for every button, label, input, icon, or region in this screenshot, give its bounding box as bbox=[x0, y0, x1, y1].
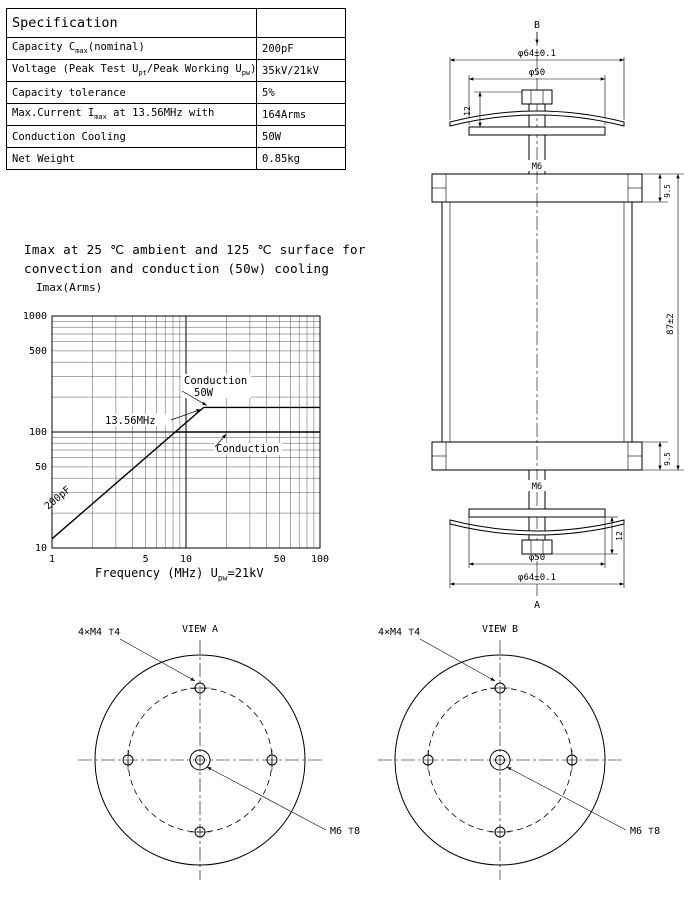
center-hole-outer bbox=[189, 749, 211, 771]
spec-label: Conduction Cooling bbox=[6, 125, 257, 148]
view-b-holes-callout: 4×M4 ⊤4 bbox=[378, 627, 420, 638]
y-tick-label: 1000 bbox=[23, 311, 47, 322]
spec-label: Max.Current Imax at 13.56MHz with bbox=[6, 103, 257, 126]
view-a: VIEW A 4×M4 ⊤4 M6 ⊤8 bbox=[78, 624, 360, 880]
series-line bbox=[51, 406, 205, 540]
end-views: VIEW A 4×M4 ⊤4 M6 ⊤8 VIEW B 4×M4 ⊤4 bbox=[78, 624, 660, 880]
annotation-conduction: Conduction bbox=[216, 443, 279, 455]
view-b: VIEW B 4×M4 ⊤4 M6 ⊤8 bbox=[378, 624, 660, 880]
spec-value: 35kV/21kV bbox=[256, 59, 346, 82]
label-backing bbox=[524, 480, 550, 491]
section-label-b: B bbox=[534, 20, 540, 31]
dim-inner-top: φ50 bbox=[529, 68, 545, 78]
bottom-nut bbox=[521, 539, 553, 555]
dim-outer-top: φ64±0.1 bbox=[518, 49, 556, 59]
leader-line bbox=[206, 766, 327, 831]
chart-x-axis-label: Frequency (MHz) Upw=21kV bbox=[95, 566, 264, 583]
spec-row: Voltage (Peak Test Upt/Peak Working Upw)… bbox=[6, 59, 346, 82]
label-backing bbox=[181, 374, 251, 398]
bottom-washer-plate bbox=[468, 508, 606, 518]
annotation-leader bbox=[214, 433, 227, 448]
annotation-conduction-50w-line1: Conduction bbox=[184, 375, 247, 387]
spec-label: Capacity tolerance bbox=[6, 81, 257, 104]
view-b-center-callout: M6 ⊤8 bbox=[630, 826, 660, 837]
x-tick-label: 10 bbox=[180, 554, 192, 565]
dim-stud-bottom: 12 bbox=[615, 531, 624, 541]
spec-label: Voltage (Peak Test Upt/Peak Working Upw) bbox=[6, 59, 257, 82]
chart-caption-line1: Imax at 25 ℃ ambient and 125 ℃ surface f… bbox=[24, 242, 366, 257]
view-b-title: VIEW B bbox=[482, 624, 518, 635]
spec-value: 0.85kg bbox=[256, 147, 346, 170]
top-spring-washer bbox=[449, 110, 625, 127]
annotation-frequency-marker: 13.56MHz bbox=[105, 415, 156, 427]
y-tick-label: 100 bbox=[29, 427, 47, 438]
chart-y-axis-title: Imax(Arms) bbox=[36, 281, 103, 294]
dim-outer-bottom: φ64±0.1 bbox=[518, 573, 556, 583]
spec-label: Capacity Cmax(nominal) bbox=[6, 37, 257, 60]
chart-caption-line2: convection and conduction (50w) cooling bbox=[24, 260, 330, 276]
x-tick-label: 1 bbox=[49, 554, 55, 565]
spec-header-empty bbox=[256, 8, 346, 38]
thread-bottom: M6 bbox=[532, 482, 542, 492]
view-a-center-callout: M6 ⊤8 bbox=[330, 826, 360, 837]
capacitor-side-view: B φ64±0.1 φ50 12 M6 bbox=[431, 20, 684, 611]
annotation-leader bbox=[170, 409, 201, 421]
spec-value: 200pF bbox=[256, 37, 346, 60]
dim-inner-bottom: φ50 bbox=[529, 553, 545, 563]
dim-flange-top: 9.5 bbox=[663, 184, 672, 198]
label-backing bbox=[103, 414, 171, 426]
y-tick-label: 10 bbox=[35, 543, 47, 554]
spec-title: Specification bbox=[6, 8, 257, 38]
spec-value: 50W bbox=[256, 125, 346, 148]
x-tick-label: 100 bbox=[311, 554, 329, 565]
leader-line bbox=[506, 766, 627, 831]
dim-flange-bottom: 9.5 bbox=[663, 452, 672, 466]
spec-row: Capacity Cmax(nominal)200pF bbox=[6, 37, 346, 60]
specification-table: Specification Capacity Cmax(nominal)200p… bbox=[6, 8, 346, 170]
center-hole-outer bbox=[489, 749, 511, 771]
spec-header-row: Specification bbox=[6, 8, 346, 38]
leader-line bbox=[419, 638, 496, 682]
top-washer-plate bbox=[468, 126, 606, 136]
center-hole-inner bbox=[495, 755, 505, 765]
section-label-a: A bbox=[534, 600, 540, 611]
dim-height: 87±2 bbox=[666, 313, 676, 335]
label-backing bbox=[524, 160, 550, 171]
spec-value: 5% bbox=[256, 81, 346, 104]
leader-line bbox=[119, 638, 196, 682]
spec-label: Net Weight bbox=[6, 147, 257, 170]
top-nut bbox=[521, 89, 553, 105]
view-a-holes-callout: 4×M4 ⊤4 bbox=[78, 627, 120, 638]
spec-value: 164Arms bbox=[256, 103, 346, 126]
y-tick-label: 500 bbox=[29, 346, 47, 357]
chart-caption: Imax at 25 ℃ ambient and 125 ℃ surface f… bbox=[24, 241, 366, 279]
label-backing bbox=[214, 443, 282, 455]
thread-top: M6 bbox=[532, 162, 542, 172]
view-a-title: VIEW A bbox=[182, 624, 218, 635]
center-hole-inner bbox=[195, 755, 205, 765]
x-tick-label: 50 bbox=[274, 554, 286, 565]
annotation-leader bbox=[181, 390, 207, 406]
annotation-conduction-50w-line2: 50W bbox=[194, 387, 214, 399]
annotation-capacitance: 200pF bbox=[43, 485, 73, 513]
x-tick-label: 5 bbox=[143, 554, 149, 565]
y-tick-label: 50 bbox=[35, 462, 47, 473]
dim-stud-top: 12 bbox=[463, 106, 472, 116]
